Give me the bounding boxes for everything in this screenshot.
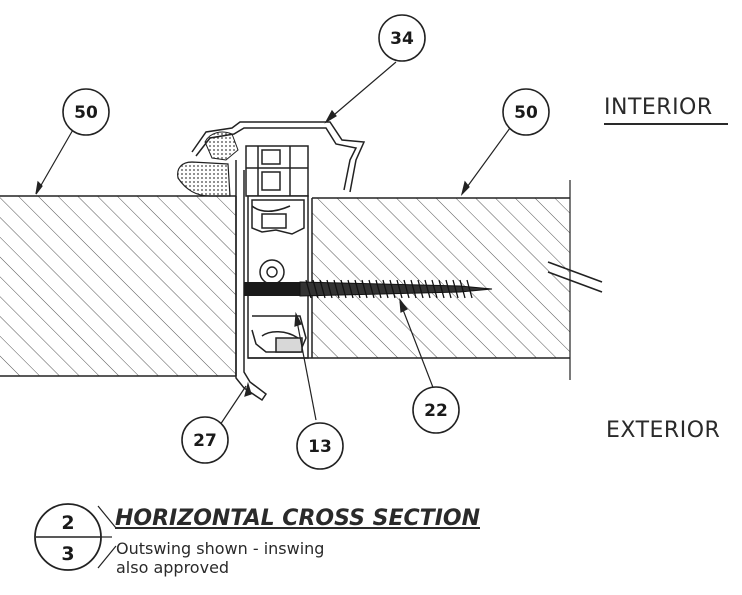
callout-34-label: 34 <box>390 29 414 49</box>
break-symbol <box>547 261 603 293</box>
interior-underline <box>604 123 728 125</box>
callout-50-right: 50 <box>502 88 550 136</box>
roller-bearing <box>259 259 285 285</box>
callout-27-label: 27 <box>193 431 217 451</box>
fastener-screw <box>244 279 493 299</box>
callout-22-label: 22 <box>424 401 448 421</box>
section-number: 2 <box>61 512 74 534</box>
callout-27: 27 <box>181 416 229 464</box>
weatherstrip-gasket <box>177 131 239 197</box>
section-note-line-1: Outswing shown - inswing <box>116 539 325 558</box>
sheet-number: 3 <box>61 543 74 565</box>
exterior-label: EXTERIOR <box>606 418 721 443</box>
right-wall-section <box>311 180 571 380</box>
section-note-line-2: also approved <box>116 558 230 577</box>
astragal-profile <box>191 121 366 197</box>
left-wall-section <box>0 195 237 377</box>
callout-50-right-label: 50 <box>514 103 538 123</box>
section-title: HORIZONTAL CROSS SECTION <box>115 506 480 531</box>
callout-13: 13 <box>296 422 344 470</box>
callout-22: 22 <box>412 386 460 434</box>
callout-50-left-label: 50 <box>74 103 98 123</box>
callout-13-label: 13 <box>308 437 332 457</box>
callout-34: 34 <box>378 14 426 62</box>
section-reference-bubble: 2 3 <box>34 503 117 571</box>
callout-50-left: 50 <box>62 88 110 136</box>
interior-label: INTERIOR <box>604 95 713 120</box>
leader-lines <box>35 61 511 429</box>
